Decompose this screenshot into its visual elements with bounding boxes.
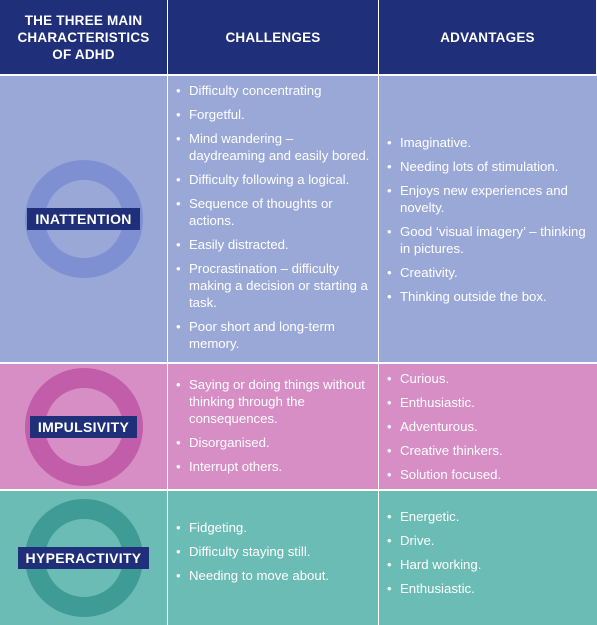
impulsivity-advantages-list: Curious. Enthusiastic. Adventurous. Crea… <box>387 370 591 489</box>
list-item: Creativity. <box>387 264 591 281</box>
row-hyperactivity-advantages: Energetic. Drive. Hard working. Enthusia… <box>379 489 597 625</box>
header-advantages: ADVANTAGES <box>379 0 597 74</box>
list-item: Enjoys new experiences and novelty. <box>387 182 591 216</box>
header-advantages-text: ADVANTAGES <box>440 29 535 45</box>
impulsivity-challenges-list: Saying or doing things without thinking … <box>176 376 372 482</box>
list-item: Thinking outside the box. <box>387 288 591 305</box>
list-item: Drive. <box>387 532 591 549</box>
header-characteristics: THE THREE MAIN CHARACTERISTICS OF ADHD <box>0 0 168 74</box>
list-item: Needing to move about. <box>176 567 372 584</box>
row-impulsivity-label-cell: IMPULSIVITY <box>0 362 168 489</box>
list-item: Solution focused. <box>387 466 591 483</box>
list-item: Poor short and long-term memory. <box>176 318 372 352</box>
row-hyperactivity-challenges: Fidgeting. Difficulty staying still. Nee… <box>168 489 379 625</box>
header-challenges-text: CHALLENGES <box>225 29 321 45</box>
list-item: Interrupt others. <box>176 458 372 475</box>
list-item: Imaginative. <box>387 134 591 151</box>
row-inattention-advantages: Imaginative. Needing lots of stimulation… <box>379 74 597 362</box>
list-item: Saying or doing things without thinking … <box>176 376 372 427</box>
row-inattention-challenges: Difficulty concentrating Forgetful. Mind… <box>168 74 379 362</box>
list-item: Mind wandering – daydreaming and easily … <box>176 130 372 164</box>
inattention-badge: INATTENTION <box>27 208 140 230</box>
impulsivity-badge: IMPULSIVITY <box>29 415 138 438</box>
list-item: Disorganised. <box>176 434 372 451</box>
list-item: Enthusiastic. <box>387 580 591 597</box>
row-hyperactivity-label-cell: HYPERACTIVITY <box>0 489 168 625</box>
list-item: Difficulty concentrating <box>176 82 372 99</box>
list-item: Forgetful. <box>176 106 372 123</box>
header-challenges: CHALLENGES <box>168 0 379 74</box>
list-item: Difficulty following a logical. <box>176 171 372 188</box>
inattention-challenges-list: Difficulty concentrating Forgetful. Mind… <box>176 82 372 359</box>
header-characteristics-text: THE THREE MAIN CHARACTERISTICS OF ADHD <box>17 12 150 62</box>
list-item: Easily distracted. <box>176 236 372 253</box>
list-item: Curious. <box>387 370 591 387</box>
list-item: Difficulty staying still. <box>176 543 372 560</box>
row-inattention-label-cell: INATTENTION <box>0 74 168 362</box>
hyperactivity-advantages-list: Energetic. Drive. Hard working. Enthusia… <box>387 508 591 604</box>
row-impulsivity-challenges: Saying or doing things without thinking … <box>168 362 379 489</box>
list-item: Fidgeting. <box>176 519 372 536</box>
list-item: Sequence of thoughts or actions. <box>176 195 372 229</box>
list-item: Adventurous. <box>387 418 591 435</box>
hyperactivity-badge: HYPERACTIVITY <box>17 547 150 569</box>
list-item: Hard working. <box>387 556 591 573</box>
list-item: Procrastination – difficulty making a de… <box>176 260 372 311</box>
list-item: Good ‘visual imagery’ – thinking in pict… <box>387 223 591 257</box>
list-item: Needing lots of stimulation. <box>387 158 591 175</box>
row-impulsivity-advantages: Curious. Enthusiastic. Adventurous. Crea… <box>379 362 597 489</box>
list-item: Energetic. <box>387 508 591 525</box>
list-item: Enthusiastic. <box>387 394 591 411</box>
inattention-advantages-list: Imaginative. Needing lots of stimulation… <box>387 134 591 312</box>
list-item: Creative thinkers. <box>387 442 591 459</box>
hyperactivity-challenges-list: Fidgeting. Difficulty staying still. Nee… <box>176 519 372 591</box>
